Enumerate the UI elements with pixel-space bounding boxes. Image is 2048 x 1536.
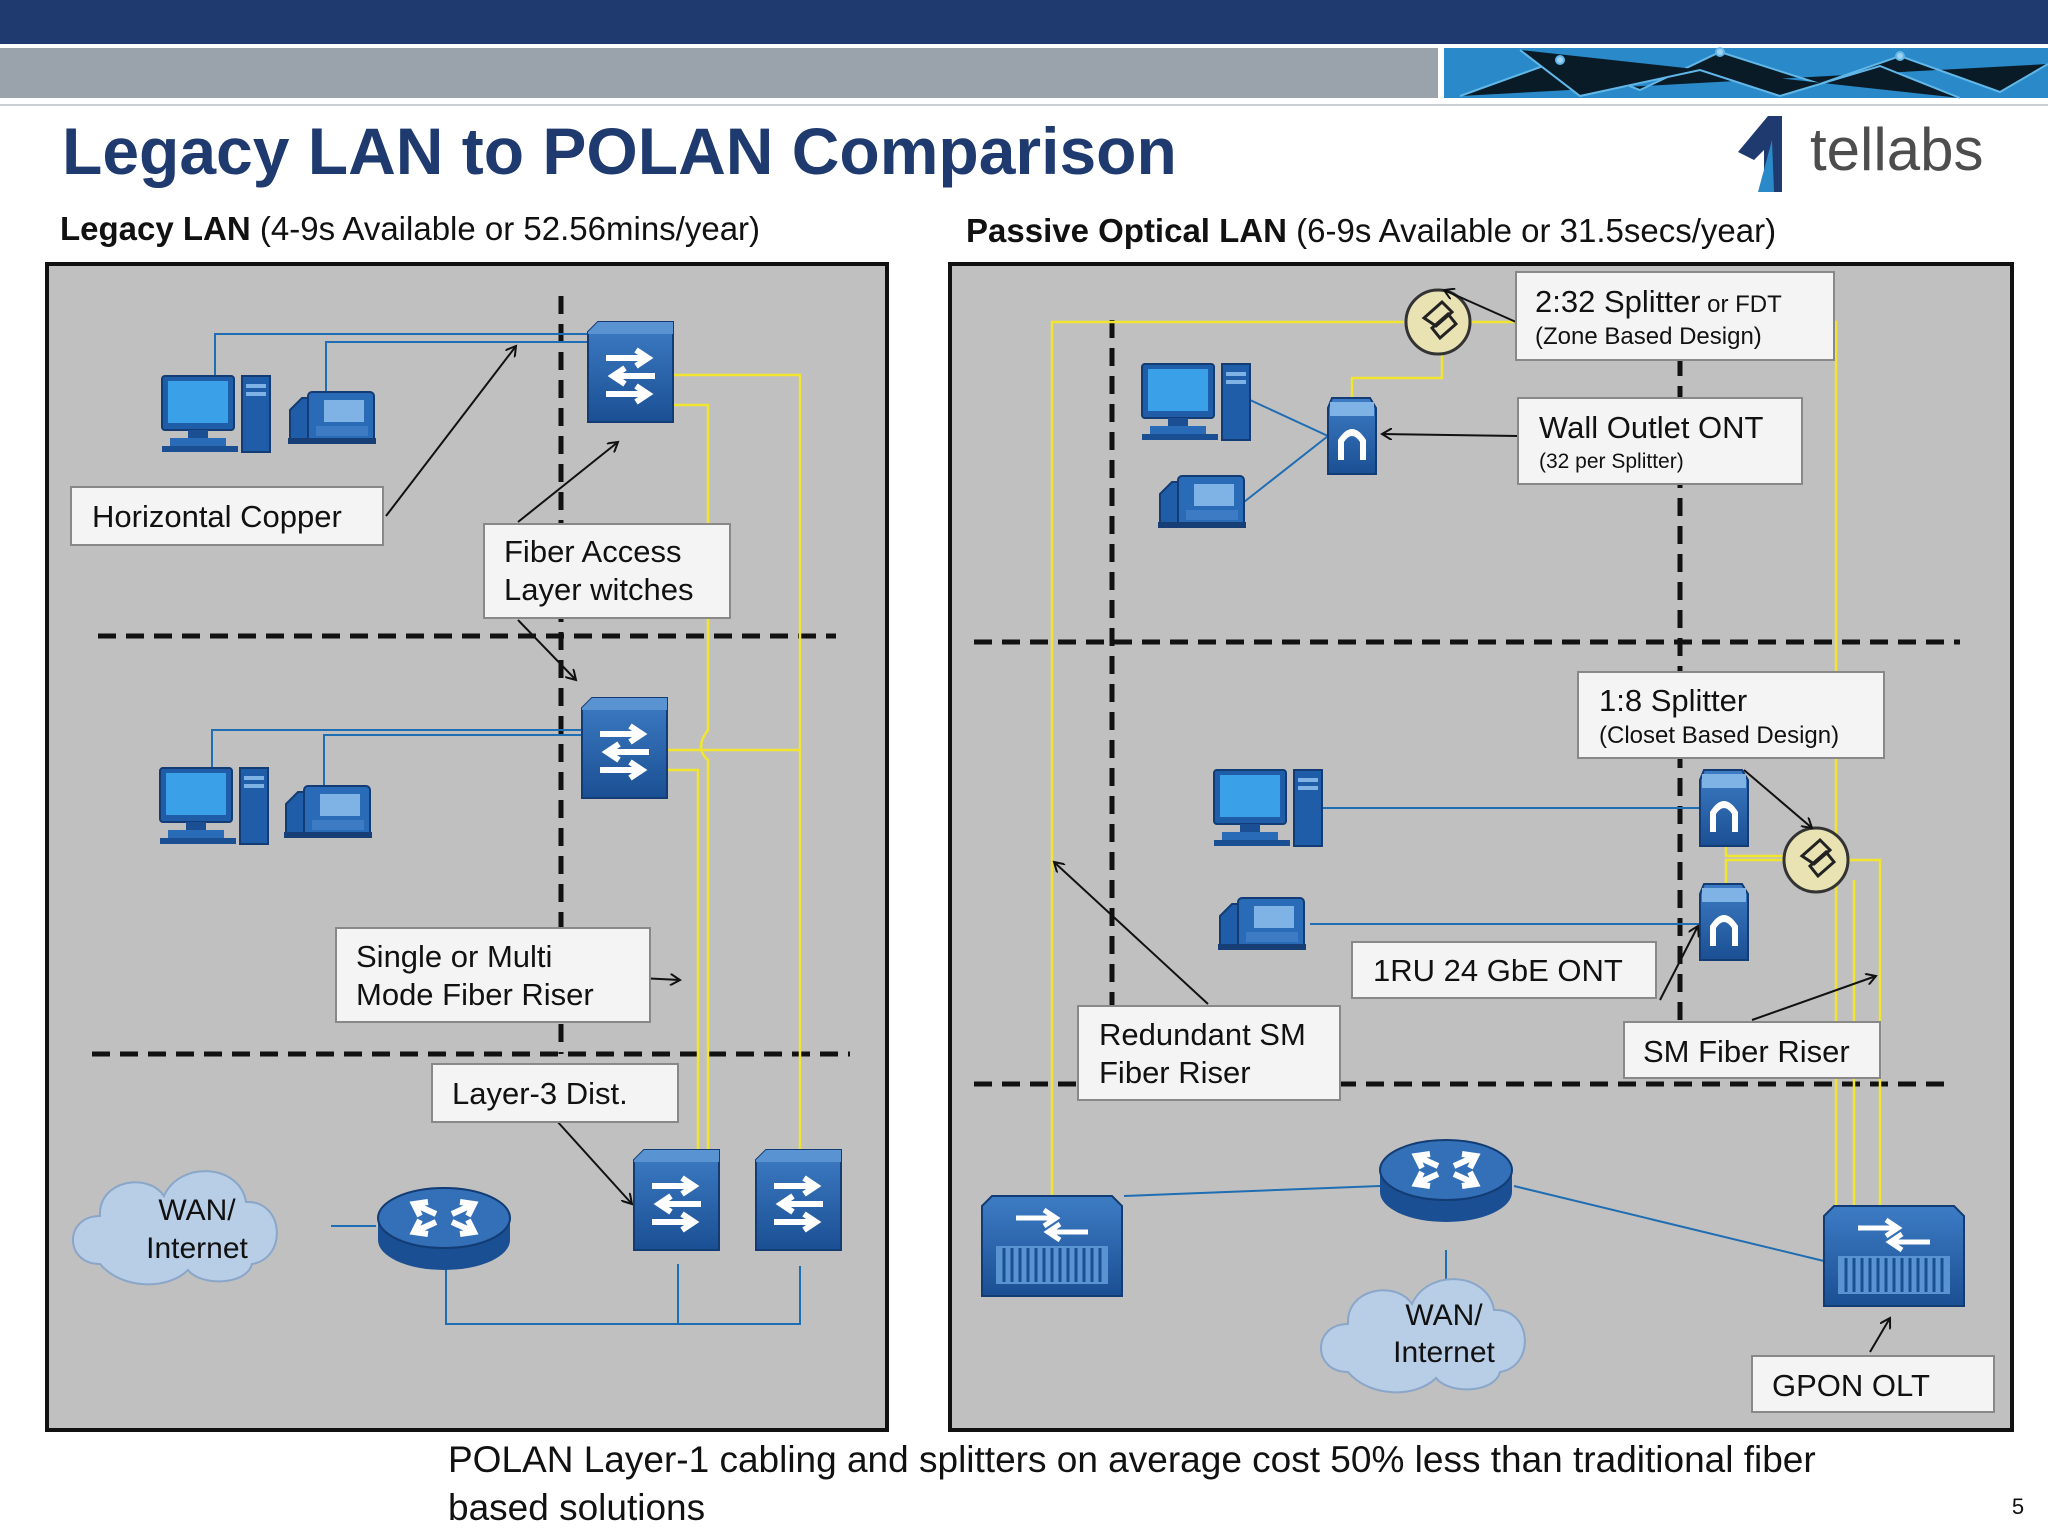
closet-splitter-label-2: (Closet Based Design) [1599,722,1839,749]
polan-pc-floor1 [1141,363,1251,441]
gpon-olt-callout [1751,1355,1995,1413]
closet-splitter [1782,826,1850,894]
zone-splitter-label-1: 2:32 Splitter or FDT [1535,284,1782,319]
network-graphic-lines [1459,47,2048,99]
gpon-olt-label: GPON OLT [1772,1368,1930,1403]
fiber-riser-label-1: Single or Multi [356,939,552,974]
polan-pc-floor2 [1213,769,1323,847]
polan-callout-arrows [1054,290,1890,1353]
wall-outlet-ont-label-1: Wall Outlet ONT [1539,410,1764,445]
fiber-riser-label-2: Mode Fiber Riser [356,977,594,1012]
distribution-switch-1 [634,1150,719,1250]
page-number: 5 [2012,1494,2024,1519]
top-banner [0,0,2048,44]
page-title: Legacy LAN to POLAN Comparison [62,114,1177,188]
polan-core-router [1380,1140,1512,1222]
legacy-heading: Legacy LAN (4-9s Available or 52.56mins/… [60,210,760,247]
redundant-riser-label-1: Redundant SM [1099,1017,1306,1052]
polan-heading-rest: (6-9s Available or 31.5secs/year) [1287,212,1776,249]
legacy-phone-floor1 [287,391,377,445]
tellabs-logo-icon [1738,116,1782,192]
polan-wan-label-1: WAN/ [1405,1299,1483,1332]
polan-heading-bold: Passive Optical LAN [966,212,1287,249]
polan-heading: Passive Optical LAN (6-9s Available or 3… [966,212,1776,249]
legacy-lan-panel: WAN/ Internet Horizontal Copper Fiber Ac… [45,262,889,1432]
fiber-access-label-1: Fiber Access [504,534,681,569]
sm-riser-label: SM Fiber Riser [1643,1034,1850,1069]
legacy-heading-bold: Legacy LAN [60,210,251,247]
polan-copper-links [1123,399,1829,1298]
legacy-heading-rest: (4-9s Available or 52.56mins/year) [251,210,760,247]
zone-splitter-label-main: 2:32 Splitter [1535,284,1700,319]
horizontal-copper-callout [70,486,384,546]
gpon-olt [1824,1206,1964,1306]
tellabs-logo: tellabs [1738,116,1983,192]
zone-splitter-label-small: or FDT [1700,291,1782,318]
horizontal-copper-label: Horizontal Copper [92,499,342,534]
legacy-core-router [378,1188,510,1270]
polan-panel: WAN/ Internet 2:32 Splitter or FDT (Zone… [948,262,2014,1432]
closet-splitter-callout [1577,671,1885,759]
horizontal-copper-links [211,333,801,1325]
redundant-riser-callout [1077,1005,1341,1101]
legacy-pc-floor1 [161,375,271,453]
fiber-access-callout [483,523,731,619]
ont-1ru-label: 1RU 24 GbE ONT [1373,953,1623,988]
wall-outlet-ont-callout [1517,397,1803,485]
polan-phone-floor2 [1217,897,1307,951]
ont-1ru-callout [1351,941,1657,999]
closet-ont-2 [1699,883,1749,961]
wall-outlet-ont-label-2: (32 per Splitter) [1539,450,1684,473]
access-switch-floor1 [588,322,673,422]
distribution-switch-2 [756,1150,841,1250]
closet-splitter-label-1: 1:8 Splitter [1599,683,1747,718]
polan-phone-floor1 [1157,475,1247,529]
fiber-access-label-2: Layer witches [504,572,694,607]
zone-splitter [1404,288,1472,356]
redundant-riser-label-2: Fiber Riser [1099,1055,1251,1090]
sub-banner [0,48,1438,98]
wall-outlet-ont [1327,397,1377,475]
legacy-fiber-riser [668,373,802,1152]
closet-ont-1 [1699,769,1749,847]
olt-primary [982,1196,1122,1296]
legacy-wan-label-2: Internet [146,1232,248,1265]
legacy-phone-floor2 [283,785,373,839]
layer3-callout [431,1063,679,1123]
footer-text-line2: based solutions [448,1487,705,1528]
footer-text-line1: POLAN Layer-1 cabling and splitters on a… [448,1439,1816,1480]
header-rule [0,104,2048,106]
zone-splitter-callout [1515,271,1835,361]
access-switch-floor2 [582,698,667,798]
sm-riser-callout [1623,1021,1881,1079]
layer3-label: Layer-3 Dist. [452,1076,628,1111]
fiber-riser-callout [335,927,651,1023]
logo-text: tellabs [1810,116,1983,183]
zone-splitter-label-2: (Zone Based Design) [1535,323,1762,350]
polan-wan-label-2: Internet [1393,1336,1495,1369]
legacy-pc-floor2 [159,767,269,845]
legacy-wan-label-1: WAN/ [158,1194,236,1227]
